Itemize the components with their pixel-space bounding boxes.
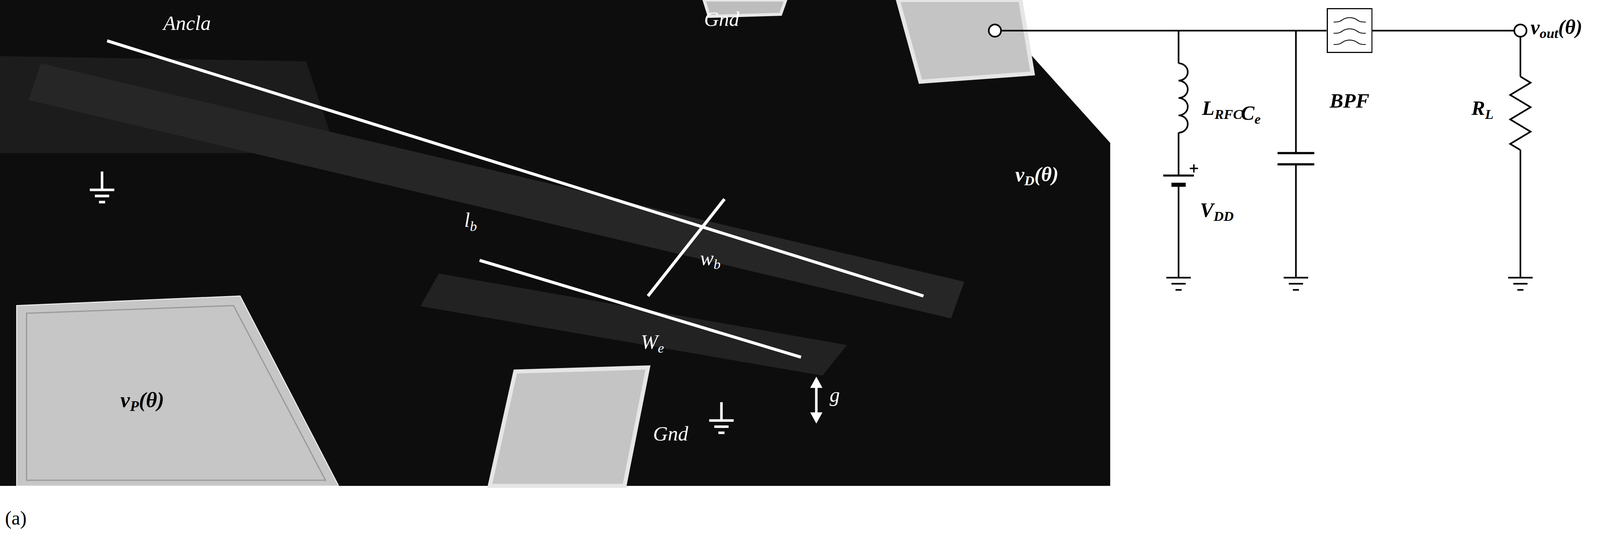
pad-outline: [16, 295, 339, 486]
pad-shape: [10, 293, 339, 486]
component-label: Ce: [1240, 101, 1261, 127]
ground-symbol: [1508, 277, 1533, 290]
filter-box-outline: [1327, 8, 1373, 53]
beam: [28, 63, 965, 319]
filter-box: BPF: [1326, 8, 1373, 53]
pad-label: vP(θ): [120, 387, 165, 415]
ground-symbol: [709, 401, 734, 433]
resistor-symbol: [1510, 76, 1531, 150]
inductor-symbol: [1178, 63, 1188, 133]
battery-symbol: [1163, 174, 1195, 177]
dimension-label: We: [640, 330, 664, 356]
pad: [897, 0, 1033, 82]
signal-name: vD(θ): [1015, 163, 1059, 188]
dimension-line: [107, 40, 924, 296]
filter-symbol: [1326, 8, 1373, 53]
component-label: VDD: [1200, 198, 1234, 224]
filter-wave: [1333, 40, 1366, 45]
capacitor-symbol: [1277, 151, 1315, 155]
component-label: LRFC: [1202, 97, 1243, 122]
pad: [489, 367, 649, 486]
panel-label: (a): [5, 507, 27, 529]
anchor-label: Ancla: [163, 12, 212, 35]
ground-symbol: [89, 171, 115, 203]
terminal: [988, 24, 1001, 37]
dimension-line: [479, 260, 801, 358]
terminal: [1514, 24, 1527, 37]
gap-arrow: [810, 376, 823, 424]
ground-symbol: [1166, 277, 1191, 290]
dimension-label: wb: [700, 246, 721, 272]
dimension-label: lb: [464, 208, 478, 234]
sem-background: [0, 0, 1111, 486]
dimension-label: g: [829, 383, 840, 407]
filter-wave: [1333, 29, 1366, 34]
pad-bevel: [26, 305, 326, 480]
dimension-line: [648, 198, 725, 296]
filter-label: BPF: [1329, 89, 1370, 113]
ground-symbol: [1283, 277, 1309, 290]
signal-name: vout(θ): [1530, 16, 1583, 41]
filter-wave: [1333, 17, 1366, 23]
battery-symbol: [1171, 182, 1186, 187]
ground-label: Gnd: [704, 8, 740, 31]
circuit: [988, 24, 1533, 290]
electrode: [420, 273, 847, 376]
component-label: RL: [1471, 97, 1494, 122]
electrode-pad: vP(θ): [10, 293, 339, 486]
ground-label: Gnd: [653, 422, 689, 446]
